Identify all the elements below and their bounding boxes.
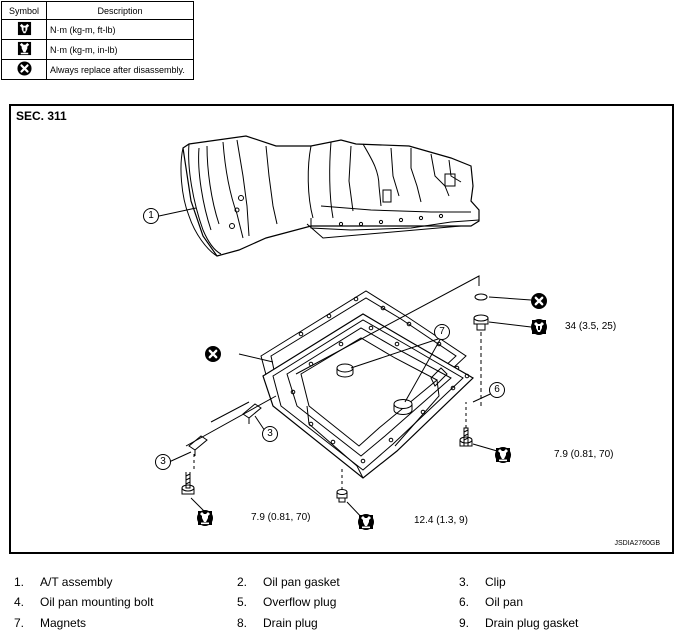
drain-plug-drawing — [473, 314, 489, 331]
callout-number: 7 — [434, 324, 450, 340]
part-item-8: 8.Drain plug — [237, 616, 318, 630]
diagram-code: JSDIA2760GB — [614, 540, 660, 547]
legend-desc-ft-lb: N·m (kg-m, ft-lb) — [46, 19, 194, 40]
torque-bolt-left: 7.9 (0.81, 70) — [251, 512, 311, 523]
part-item-7: 7.Magnets — [14, 616, 87, 630]
callout-number: 6 — [489, 382, 505, 398]
legend-header-description: Description — [46, 1, 194, 20]
callout-c8: 8 — [531, 319, 547, 335]
part-item-4: 4.Oil pan mounting bolt — [14, 595, 154, 609]
callout-c4a: 4 — [495, 447, 511, 463]
section-title: SEC. 311 — [16, 109, 67, 123]
legend-header-symbol: Symbol — [1, 1, 47, 20]
callout-number: 3 — [262, 426, 278, 442]
oil-pan-drawing — [262, 313, 474, 479]
at-assembly-drawing — [180, 135, 480, 257]
legend-desc-replace: Always replace after disassembly. — [46, 59, 194, 80]
callout-number: 3 — [155, 454, 171, 470]
callout-c2: 2 — [205, 346, 221, 362]
drain-plug-gasket-drawing — [474, 293, 488, 301]
replace-x-icon — [531, 293, 547, 309]
exploded-view-diagram — [158, 135, 532, 523]
torque-wrench-small-icon — [197, 510, 213, 526]
part-item-2: 2.Oil pan gasket — [237, 575, 340, 589]
torque-overflow-plug: 12.4 (1.3, 9) — [414, 515, 468, 526]
oil-pan-mounting-bolt-left-drawing — [181, 472, 195, 495]
callout-c9: 9 — [531, 293, 547, 309]
callout-c5: 5 — [358, 514, 374, 530]
part-item-1: 1.A/T assembly — [14, 575, 113, 589]
oil-pan-mounting-bolt-right-drawing — [459, 427, 473, 447]
torque-bolt-right: 7.9 (0.81, 70) — [554, 449, 614, 460]
callout-c6: 6 — [489, 382, 505, 398]
part-item-9: 9.Drain plug gasket — [459, 616, 579, 630]
part-item-6: 6.Oil pan — [459, 595, 524, 609]
replace-x-icon — [17, 61, 32, 76]
replace-x-icon — [205, 346, 221, 362]
symbol-legend-table: Symbol Description N·m (kg-m, ft-lb) N·m… — [1, 1, 194, 80]
callout-c7: 7 — [434, 324, 450, 340]
clip-drawing — [188, 403, 262, 456]
torque-wrench-small-icon — [495, 447, 511, 463]
legend-desc-in-lb: N·m (kg-m, in-lb) — [46, 39, 194, 60]
overflow-plug-drawing — [336, 489, 348, 503]
callout-number: 1 — [143, 208, 159, 224]
torque-drain-plug: 34 (3.5, 25) — [565, 321, 617, 332]
callout-c1: 1 — [143, 208, 159, 224]
diagram-frame: SEC. 311 — [9, 104, 674, 554]
torque-wrench-small-icon — [17, 41, 32, 56]
callout-c3b: 3 — [262, 426, 278, 442]
part-item-3: 3.Clip — [459, 575, 506, 589]
callout-c4b: 4 — [197, 510, 213, 526]
torque-wrench-icon — [17, 21, 32, 36]
callout-c3a: 3 — [155, 454, 171, 470]
part-item-5: 5.Overflow plug — [237, 595, 337, 609]
torque-wrench-icon — [531, 319, 547, 335]
torque-wrench-small-icon — [358, 514, 374, 530]
